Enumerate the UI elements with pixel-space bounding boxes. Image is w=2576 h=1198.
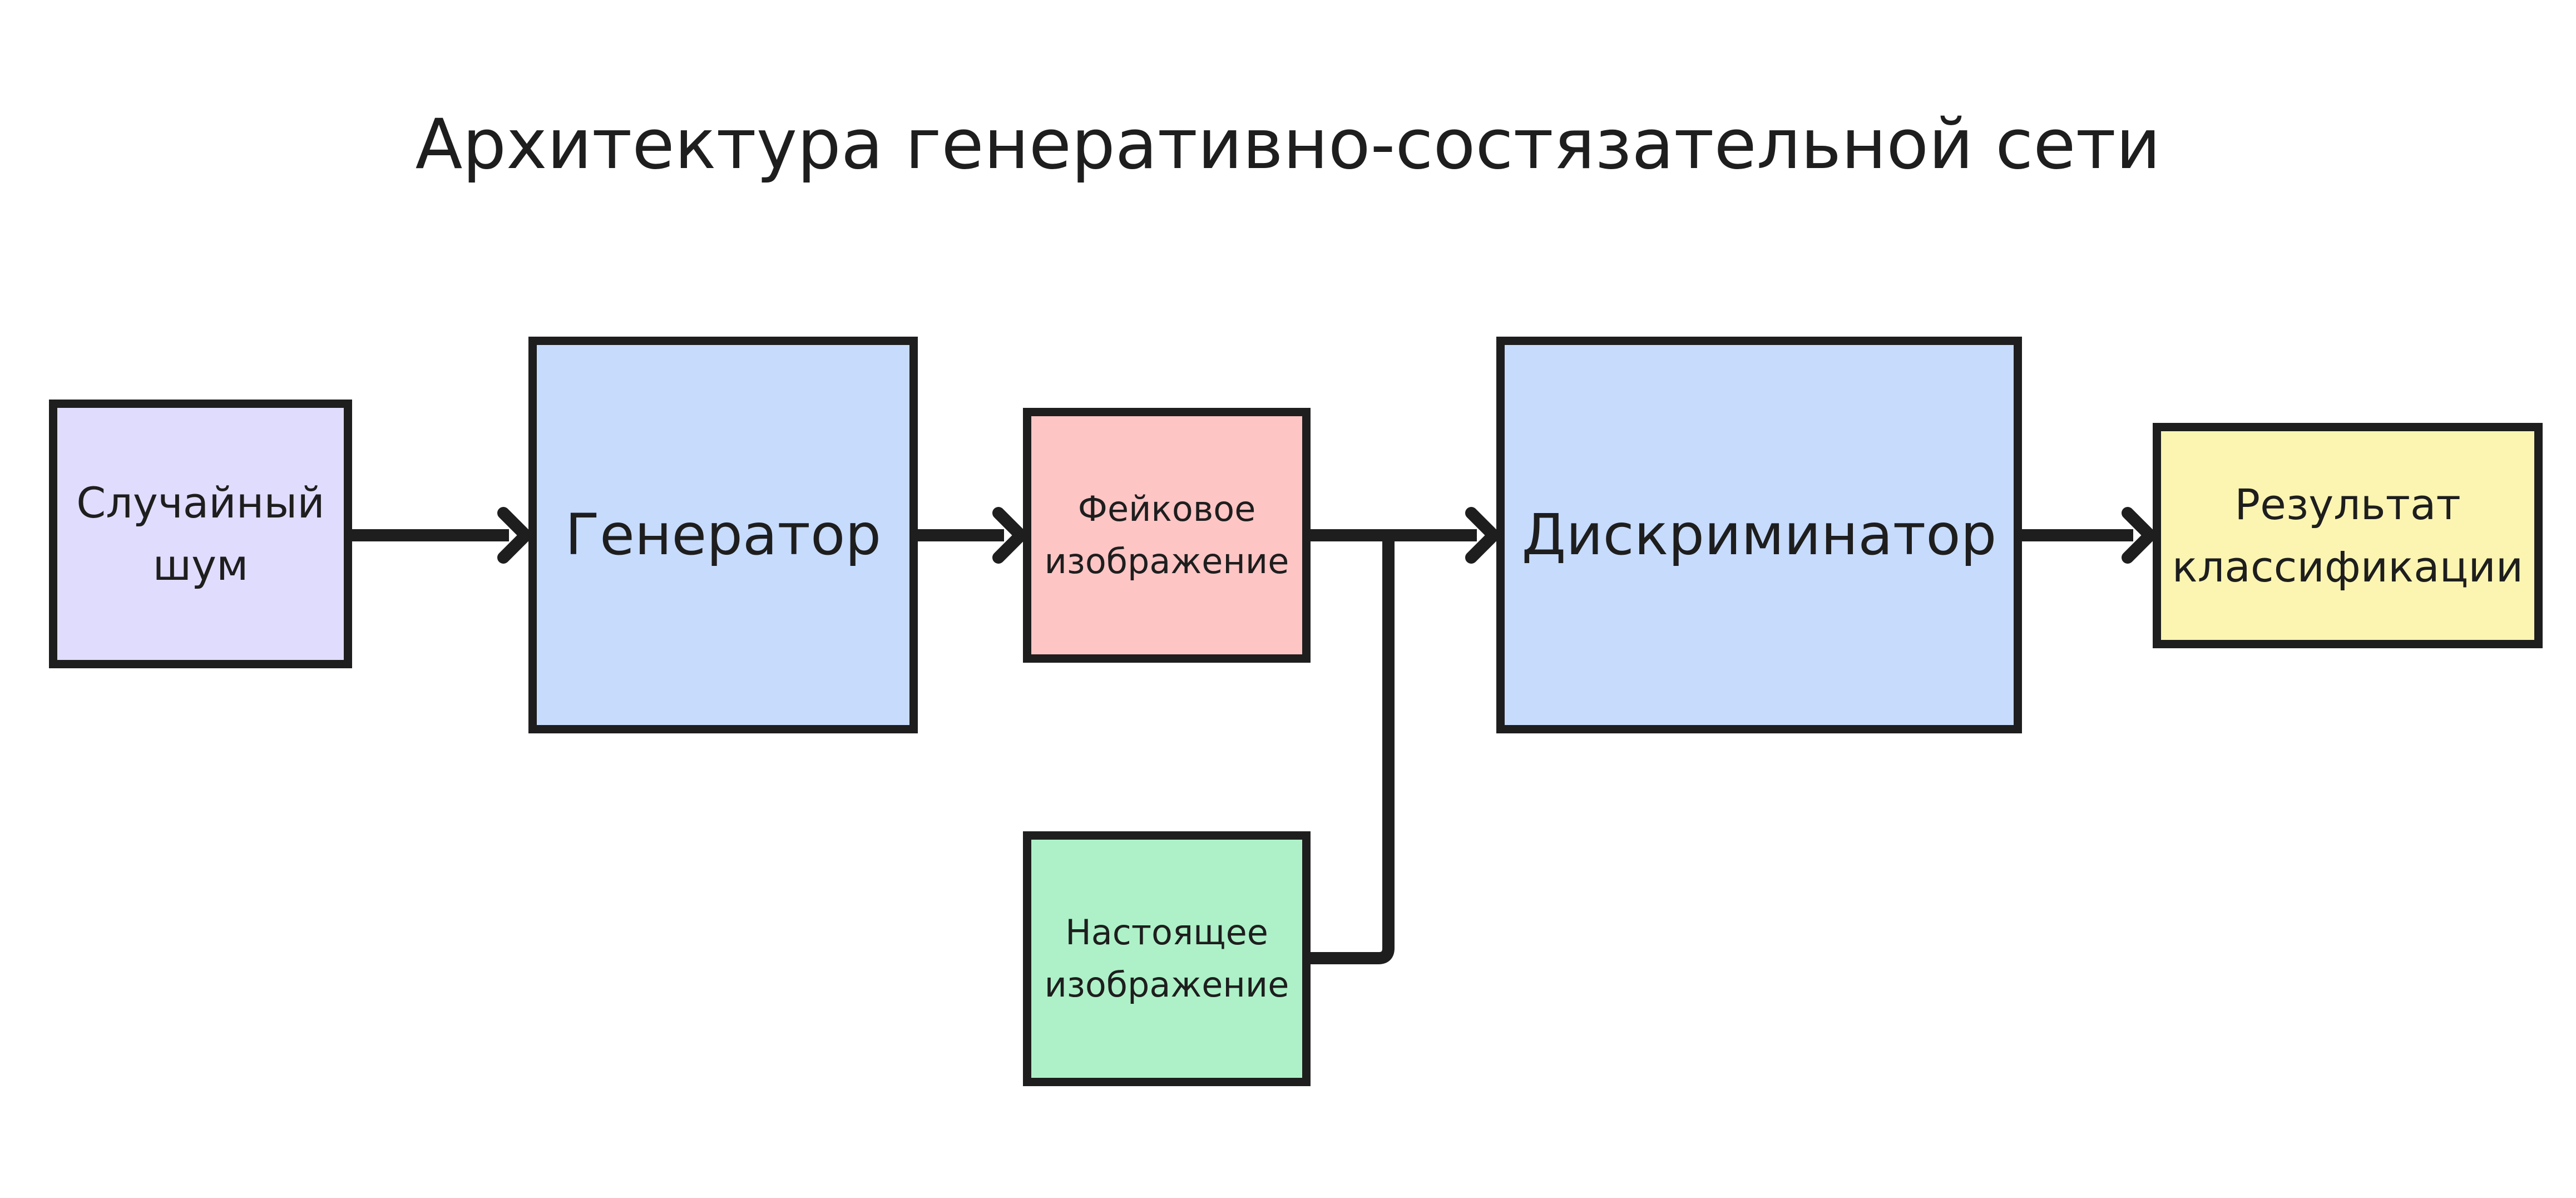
node-random-noise-label: Случайный шум: [76, 472, 325, 596]
node-real-image-line1: Настоящее: [1065, 912, 1268, 953]
node-real-image-line2: изображение: [1044, 964, 1289, 1005]
node-random-noise-line2: шум: [152, 540, 249, 590]
arrowhead-generator: [497, 507, 532, 564]
node-fake-image-label: Фейковое изображение: [1045, 483, 1289, 588]
node-random-noise[interactable]: Случайный шум: [49, 400, 352, 668]
node-real-image-label: Настоящее изображение: [1045, 906, 1289, 1011]
node-generator-label: Генератор: [565, 501, 882, 568]
node-fake-image-line1: Фейковое: [1077, 489, 1256, 529]
node-fake-image[interactable]: Фейковое изображение: [1023, 408, 1311, 663]
arrowhead-discriminator: [1465, 507, 1500, 564]
node-generator[interactable]: Генератор: [528, 337, 918, 733]
node-fake-image-line2: изображение: [1044, 541, 1289, 581]
node-discriminator[interactable]: Дискриминатор: [1496, 337, 2022, 733]
node-classification-result[interactable]: Результат классификации: [2153, 423, 2543, 648]
node-discriminator-label: Дискриминатор: [1521, 501, 1997, 568]
edge-real-to-discriminator: [1311, 535, 1395, 964]
diagram-title: Архитектура генеративно-состязательной с…: [415, 105, 2161, 185]
node-random-noise-line1: Случайный: [76, 477, 325, 527]
arrowhead-fake: [992, 507, 1027, 564]
node-classification-result-label: Результат классификации: [2172, 474, 2523, 598]
node-classification-result-line2: классификации: [2172, 541, 2524, 591]
node-real-image[interactable]: Настоящее изображение: [1023, 831, 1311, 1086]
arrowhead-result: [2122, 507, 2156, 564]
node-classification-result-line1: Результат: [2234, 479, 2461, 529]
